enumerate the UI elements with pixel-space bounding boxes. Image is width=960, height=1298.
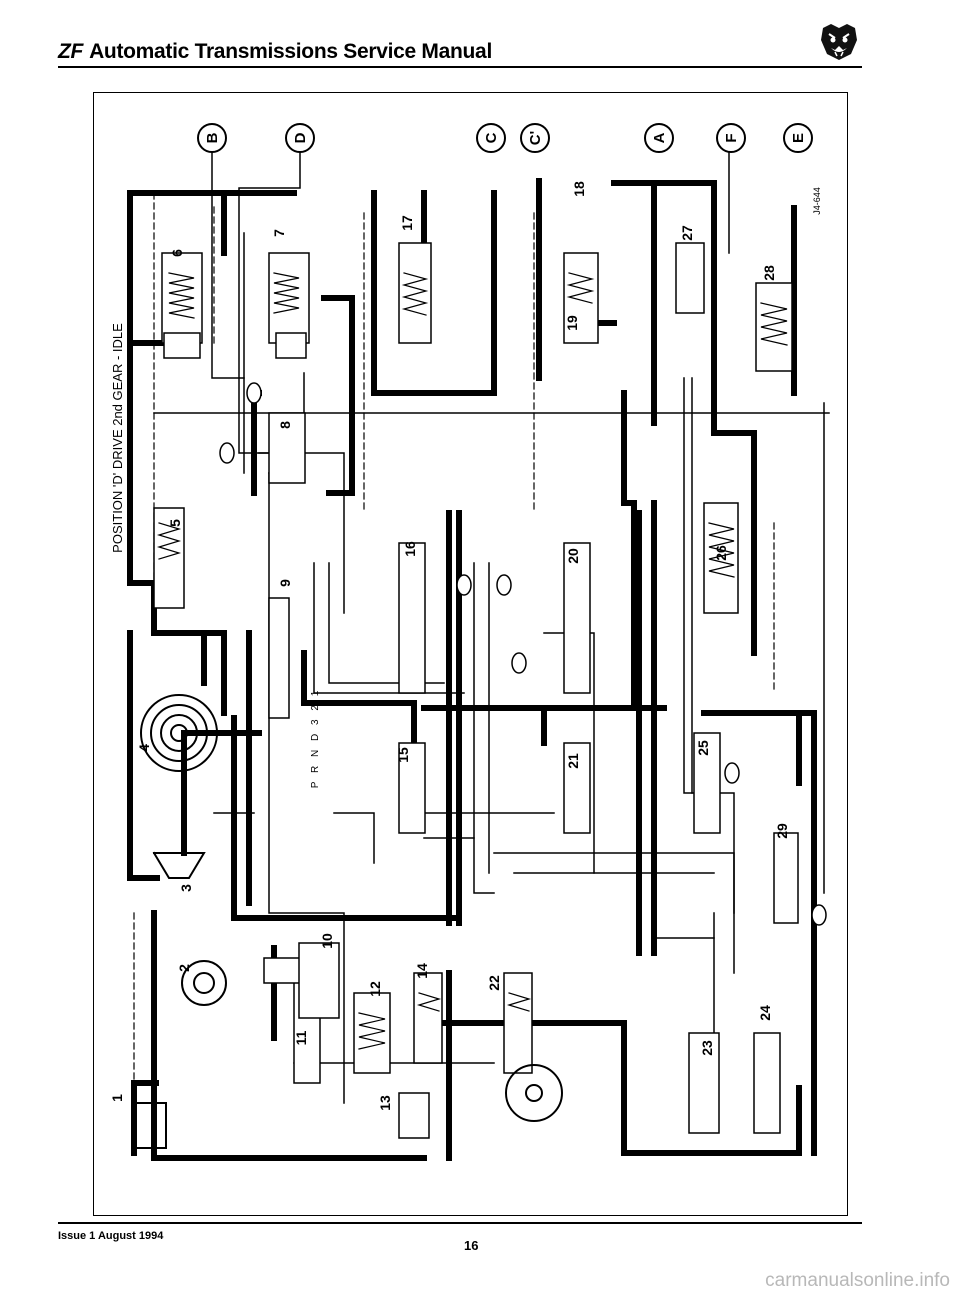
port-label-e: E [790,133,807,143]
component-number: 19 [564,315,580,331]
component-number: 4 [136,744,152,752]
component-number: 17 [399,215,415,231]
manual-title: Automatic Transmissions Service Manual [89,40,492,63]
converter-and-pump [135,694,563,1149]
zf-brand-mark: ZF [58,40,84,63]
component-number: 28 [761,265,777,281]
component-number: 11 [293,1030,309,1045]
selector-positions: P R N D 3 2 1 [310,688,321,789]
jaguar-logo-icon [821,24,857,60]
port-label-d: D [292,132,309,143]
diagram-reference: J4-644 [812,187,822,215]
port-labels: B D C C' A F E [197,123,813,153]
valve-springs [156,272,788,1050]
port-c-prime: C' [520,123,550,153]
component-number: 1 [109,1094,125,1102]
issue-date: Issue 1 August 1994 [58,1230,164,1242]
component-number: 27 [679,225,695,241]
port-label-f: F [723,133,740,142]
hydraulic-circuit-diagram: B D C C' A F E 1 2 3 4 5 6 7 8 9 10 11 1… [93,92,848,1216]
port-label-c-prime: C' [527,131,544,145]
component-number: 7 [271,229,287,237]
component-number: 25 [695,740,711,756]
component-number: 23 [699,1040,715,1056]
diagram-caption: POSITION 'D' DRIVE 2nd GEAR - IDLE [110,323,125,553]
component-number: 24 [757,1005,773,1021]
component-number: 29 [774,823,790,839]
component-number: 5 [167,519,183,527]
component-number: 12 [367,981,383,997]
component-number: 6 [169,249,185,257]
shuttle-valves [219,382,827,926]
component-number: 2 [176,964,192,972]
signal-lines [133,192,775,1144]
watermark: carmanualsonline.info [765,1270,950,1291]
port-d: D [285,123,315,153]
component-number: 15 [395,747,411,763]
port-label-a: A [651,132,668,143]
component-number: 3 [178,884,194,892]
component-number: 8 [277,421,293,429]
main-pressure-lines [127,178,817,1161]
header-divider [58,66,862,68]
component-number: 16 [402,541,418,557]
component-number: 9 [277,579,293,587]
component-numbers: 1 2 3 4 5 6 7 8 9 10 11 12 13 14 15 16 1… [109,181,790,1111]
port-e: E [783,123,813,153]
footer-divider [58,1222,862,1224]
port-label-c: C [483,132,500,143]
component-number: 20 [565,548,581,564]
valve-bodies [153,242,799,1139]
component-number: 21 [565,753,581,769]
component-number: 22 [486,975,502,991]
port-b: B [197,123,227,153]
component-number: 10 [319,933,335,949]
port-label-b: B [204,132,221,143]
component-number: 13 [377,1095,393,1111]
page-number: 16 [464,1238,479,1253]
component-number: 18 [571,181,587,197]
component-number: 14 [414,963,430,979]
port-c: C [476,123,506,153]
component-number: 26 [713,545,729,561]
port-f: F [716,123,746,153]
port-a: A [644,123,674,153]
